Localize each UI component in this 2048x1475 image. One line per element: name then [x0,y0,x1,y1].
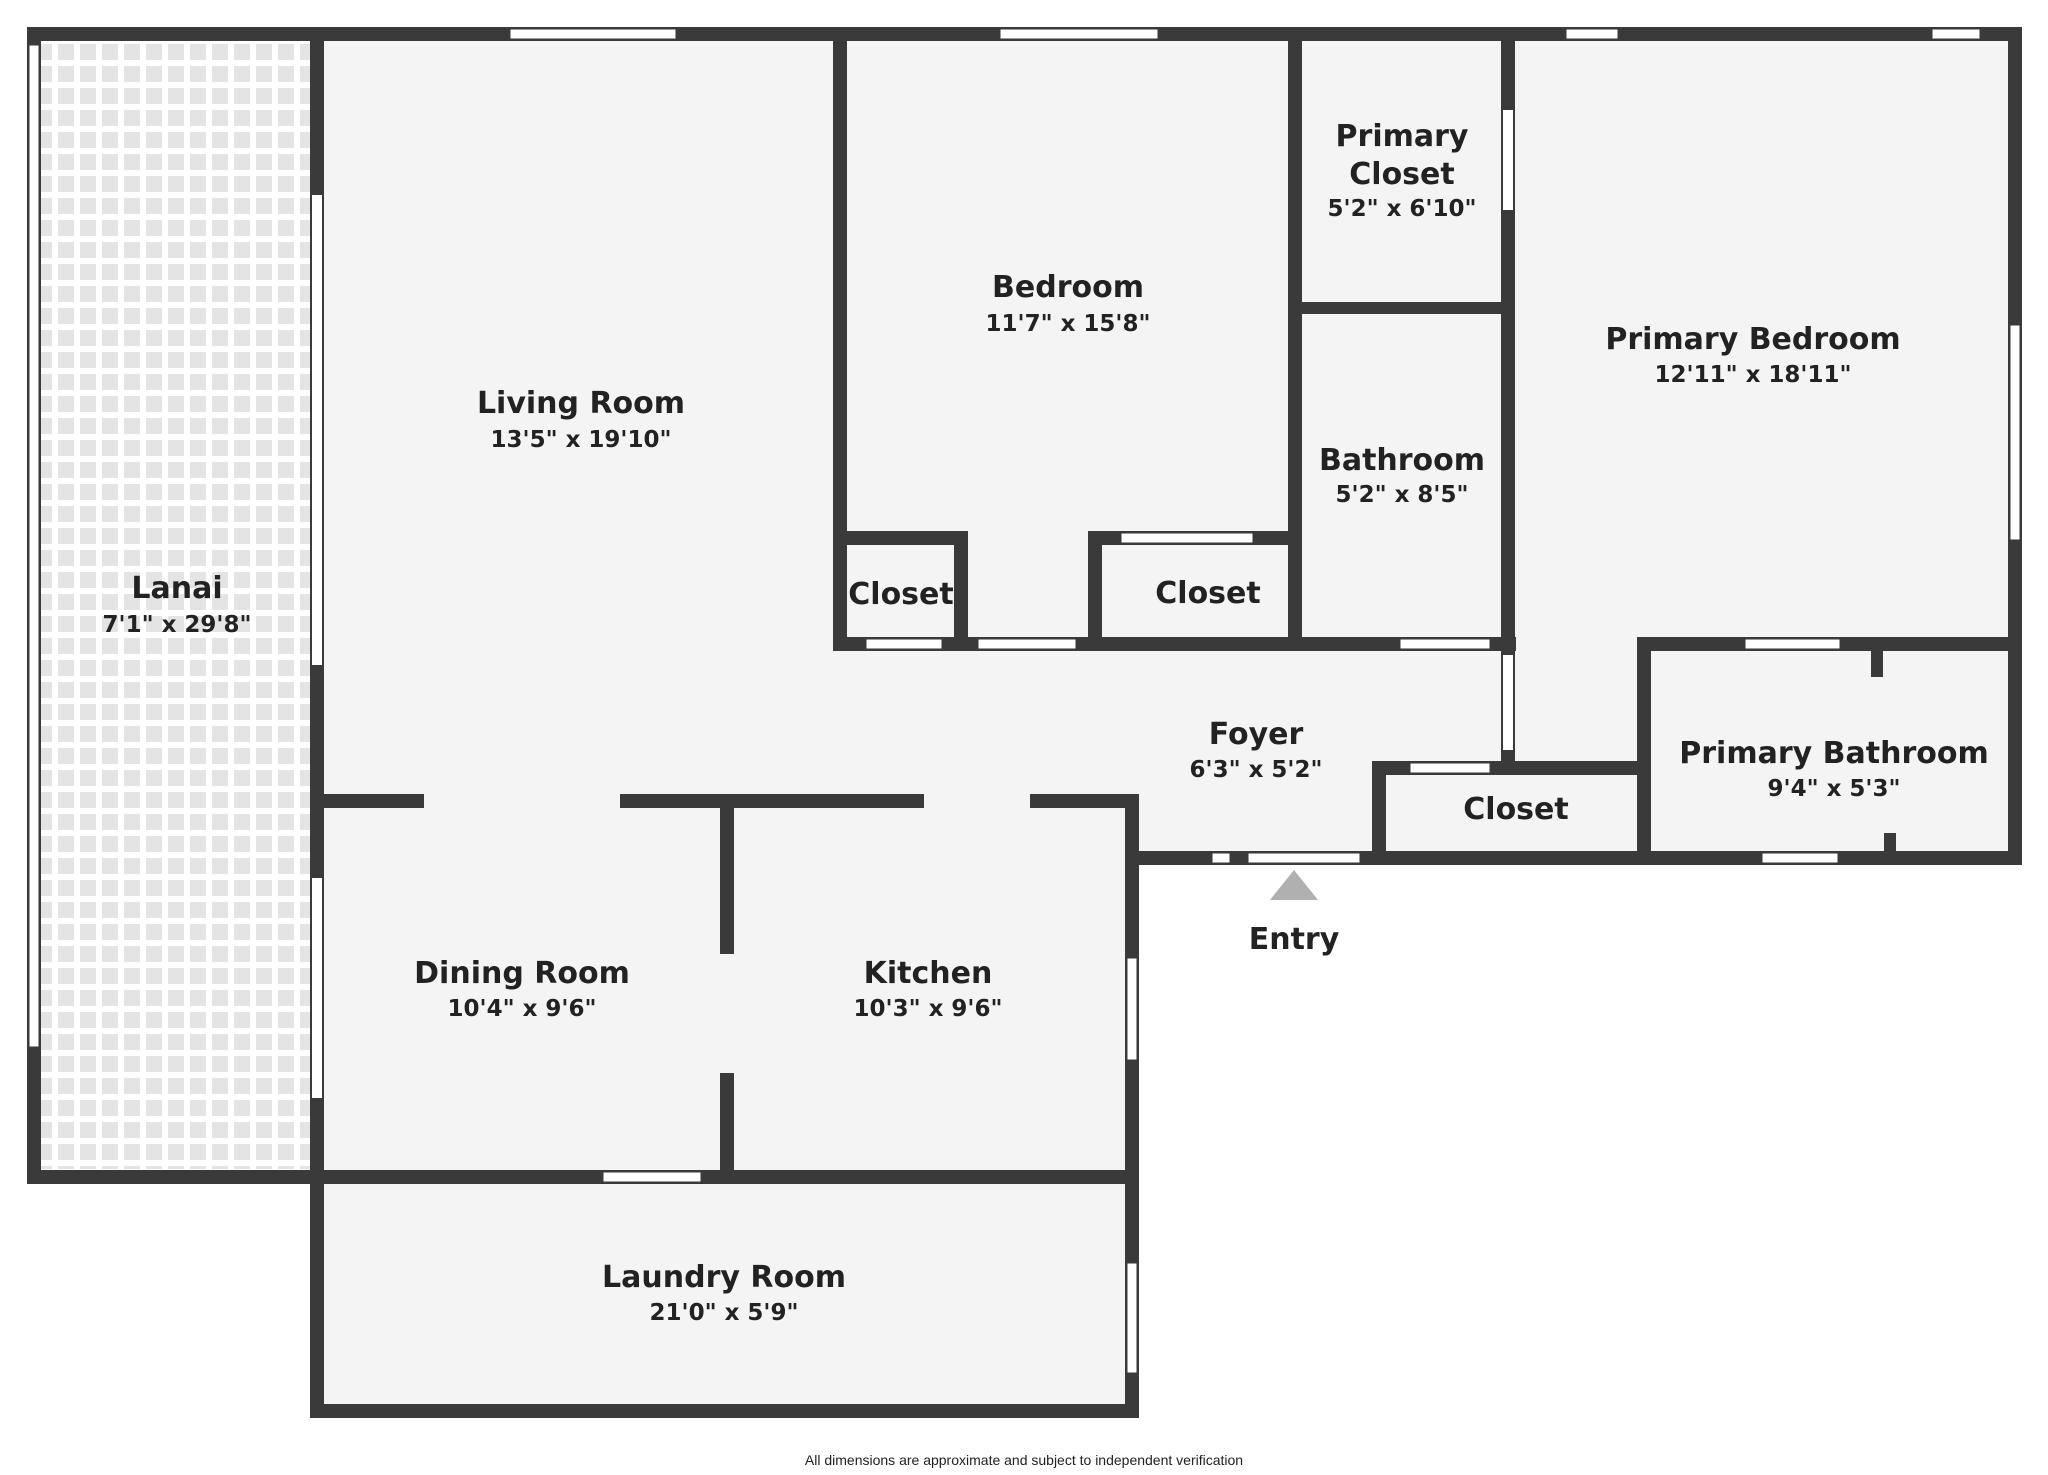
opening [1409,762,1491,774]
floors [33,33,2011,1410]
opening [1247,852,1361,864]
wall [310,1170,324,1418]
window [999,28,1159,40]
wall [1884,833,1896,858]
window [2009,324,2021,541]
window [1126,1262,1138,1374]
dimensions-disclaimer: All dimensions are approximate and subje… [804,1452,1244,1468]
wall [1637,637,1651,865]
wall [310,1170,1139,1184]
room-labels: Lanai 7'1" x 29'8" Living Room 13'5" x 1… [103,119,1989,1326]
wall [954,531,968,651]
openings [28,28,2021,1374]
wall [620,794,924,808]
opening [1120,532,1254,544]
opening [865,638,943,650]
wall [1372,761,1386,865]
wall [1288,27,1302,651]
bathroom-name: Bathroom [1319,443,1485,478]
living-room-dims: 13'5" x 19'10" [491,427,672,453]
kitchen-dims: 10'3" x 9'6" [854,996,1003,1022]
primary-bedroom-dims: 12'11" x 18'11" [1655,362,1852,388]
primary-closet-dims: 5'2" x 6'10" [1328,196,1477,222]
wall [833,531,968,545]
closet-c-name: Closet [1463,792,1568,827]
window [1761,852,1839,864]
opening [1399,638,1491,650]
wall [310,794,424,808]
dining-room-dims: 10'4" x 9'6" [448,996,597,1022]
wall [1501,27,1515,761]
opening [312,878,322,1098]
primary-closet-name-line1: Primary [1336,119,1469,154]
kitchen-name: Kitchen [864,956,993,991]
main-floor [314,33,2011,855]
bedroom-name: Bedroom [992,270,1144,305]
primary-closet-name-line2: Closet [1349,157,1454,192]
window [1931,28,1981,40]
wall [27,1170,324,1184]
window [1565,28,1619,40]
foyer-name: Foyer [1209,717,1304,752]
opening [312,195,322,665]
bathroom-dims: 5'2" x 8'5" [1336,482,1469,508]
opening [1503,655,1513,750]
closet-a-name: Closet [848,577,953,612]
lanai-name: Lanai [131,571,222,606]
opening [1503,110,1513,210]
window [1126,957,1138,1061]
laundry-room-dims: 21'0" x 5'9" [650,1300,799,1326]
dining-room-name: Dining Room [414,956,630,991]
primary-bathroom-dims: 9'4" x 5'3" [1768,776,1901,802]
lanai-dims: 7'1" x 29'8" [103,612,252,638]
wall [310,1404,1139,1418]
closet-b-name: Closet [1155,576,1260,611]
primary-bedroom-name: Primary Bedroom [1605,322,1900,357]
entry-label: Entry [1249,922,1340,957]
living-room-name: Living Room [477,386,685,421]
lanai-floor [33,41,314,1169]
bedroom-dims: 11'7" x 15'8" [986,311,1151,337]
wall [720,794,734,954]
opening [977,638,1077,650]
opening [1744,638,1841,650]
wall [1030,794,1139,808]
window [28,44,40,1048]
wall [1288,302,1515,314]
wall [1871,637,1883,677]
wall [720,1073,734,1183]
laundry-room-name: Laundry Room [602,1260,846,1295]
window [509,28,677,40]
entry-arrow-icon [1270,870,1318,900]
primary-bathroom-name: Primary Bathroom [1679,736,1988,771]
wall [1088,531,1102,651]
foyer-dims: 6'3" x 5'2" [1190,757,1323,783]
opening [602,1171,702,1183]
window [1211,852,1231,864]
wall [833,27,847,651]
